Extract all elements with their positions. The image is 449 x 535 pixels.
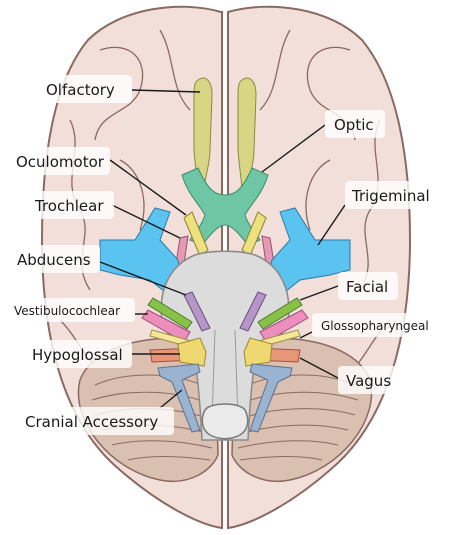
label-trigeminal: Trigeminal	[351, 187, 430, 205]
label-cranial-accessory: Cranial Accessory	[25, 413, 158, 431]
oculomotor-right	[241, 211, 267, 257]
vestibulocochlear-left	[141, 309, 191, 343]
oculomotor-left	[183, 211, 209, 257]
label-oculomotor: Oculomotor	[16, 153, 105, 171]
leader-olfactory	[131, 89, 201, 93]
leader-accessory	[159, 389, 183, 409]
optic-chiasm	[181, 167, 269, 246]
accessory-left	[157, 363, 201, 433]
leader-abducens	[99, 261, 187, 296]
olfactory-nerve	[193, 77, 257, 191]
hypoglossal-nerve	[177, 337, 273, 367]
facial-right	[257, 297, 303, 330]
hypoglossal-right	[243, 337, 273, 367]
abducens-left	[183, 291, 211, 332]
label-facial: Facial	[346, 278, 388, 296]
hypoglossal-left	[177, 337, 207, 367]
label-glossopharyngeal: Glossopharyngeal	[321, 319, 429, 333]
leader-oculomotor	[109, 159, 187, 216]
label-vagus: Vagus	[346, 372, 391, 390]
vestibulocochlear-nerve	[141, 309, 309, 343]
leader-vagus	[299, 357, 339, 379]
abducens-nerve	[183, 291, 267, 332]
accessory-right	[249, 363, 293, 433]
label-vestibulocochlear: Vestibulocochlear	[14, 304, 120, 318]
leader-trigeminal	[317, 204, 346, 246]
label-abducens: Abducens	[17, 251, 91, 269]
oculomotor-nerve	[183, 211, 267, 257]
leader-optic	[261, 124, 326, 173]
labels: Olfactory Optic Oculomotor Trochlear Tri…	[8, 75, 442, 435]
leader-trochlear	[111, 204, 181, 239]
spinal-cord-section	[201, 403, 249, 440]
vestibulocochlear-right	[259, 309, 309, 343]
leader-facial	[299, 285, 339, 301]
label-hypoglossal: Hypoglossal	[32, 346, 123, 364]
leader-glossopharyngeal	[299, 331, 313, 339]
leader-lines	[99, 89, 346, 409]
abducens-right	[239, 291, 267, 332]
label-olfactory: Olfactory	[46, 81, 115, 99]
facial-left	[147, 297, 193, 330]
accessory-nerve	[157, 363, 293, 433]
facial-nerve	[147, 297, 303, 330]
label-trochlear: Trochlear	[34, 197, 104, 215]
label-optic: Optic	[334, 116, 374, 134]
